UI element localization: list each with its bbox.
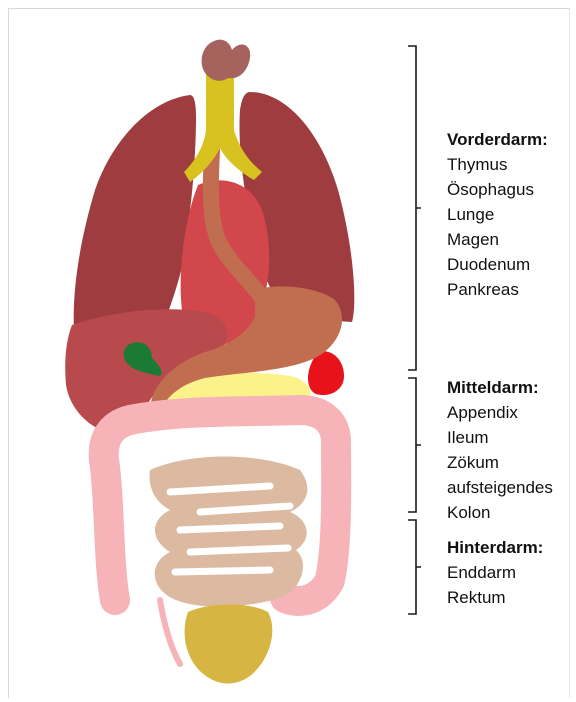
bracket-mitteldarm	[408, 378, 421, 512]
organ-label: Lunge	[447, 202, 548, 227]
thyroid	[202, 40, 251, 81]
group-vorderdarm: Vorderdarm: Thymus Ösophagus Lunge Magen…	[447, 127, 548, 302]
group-heading: Mitteldarm:	[447, 375, 553, 400]
organ-label: Pankreas	[447, 277, 548, 302]
organ-label: Magen	[447, 227, 548, 252]
organ-label: Appendix	[447, 400, 553, 425]
organ-label: Enddarm	[447, 560, 543, 585]
left-lung	[74, 95, 196, 330]
group-hinterdarm: Hinterdarm: Enddarm Rektum	[447, 535, 543, 610]
organ-label: Ösophagus	[447, 177, 548, 202]
rectum	[185, 605, 273, 684]
small-intestine	[150, 457, 308, 607]
bracket-vorderdarm	[408, 46, 421, 370]
organ-label: Duodenum	[447, 252, 548, 277]
organ-label: aufsteigendes	[447, 475, 553, 500]
group-mitteldarm: Mitteldarm: Appendix Ileum Zökum aufstei…	[447, 375, 553, 525]
organ-label: Ileum	[447, 425, 553, 450]
organ-label: Zökum	[447, 450, 553, 475]
bracket-hinterdarm	[408, 520, 421, 614]
group-heading: Hinterdarm:	[447, 535, 543, 560]
appendix	[160, 600, 180, 664]
organ-label: Thymus	[447, 152, 548, 177]
group-heading: Vorderdarm:	[447, 127, 548, 152]
organ-label: Rektum	[447, 585, 543, 610]
organ-label: Kolon	[447, 500, 553, 525]
